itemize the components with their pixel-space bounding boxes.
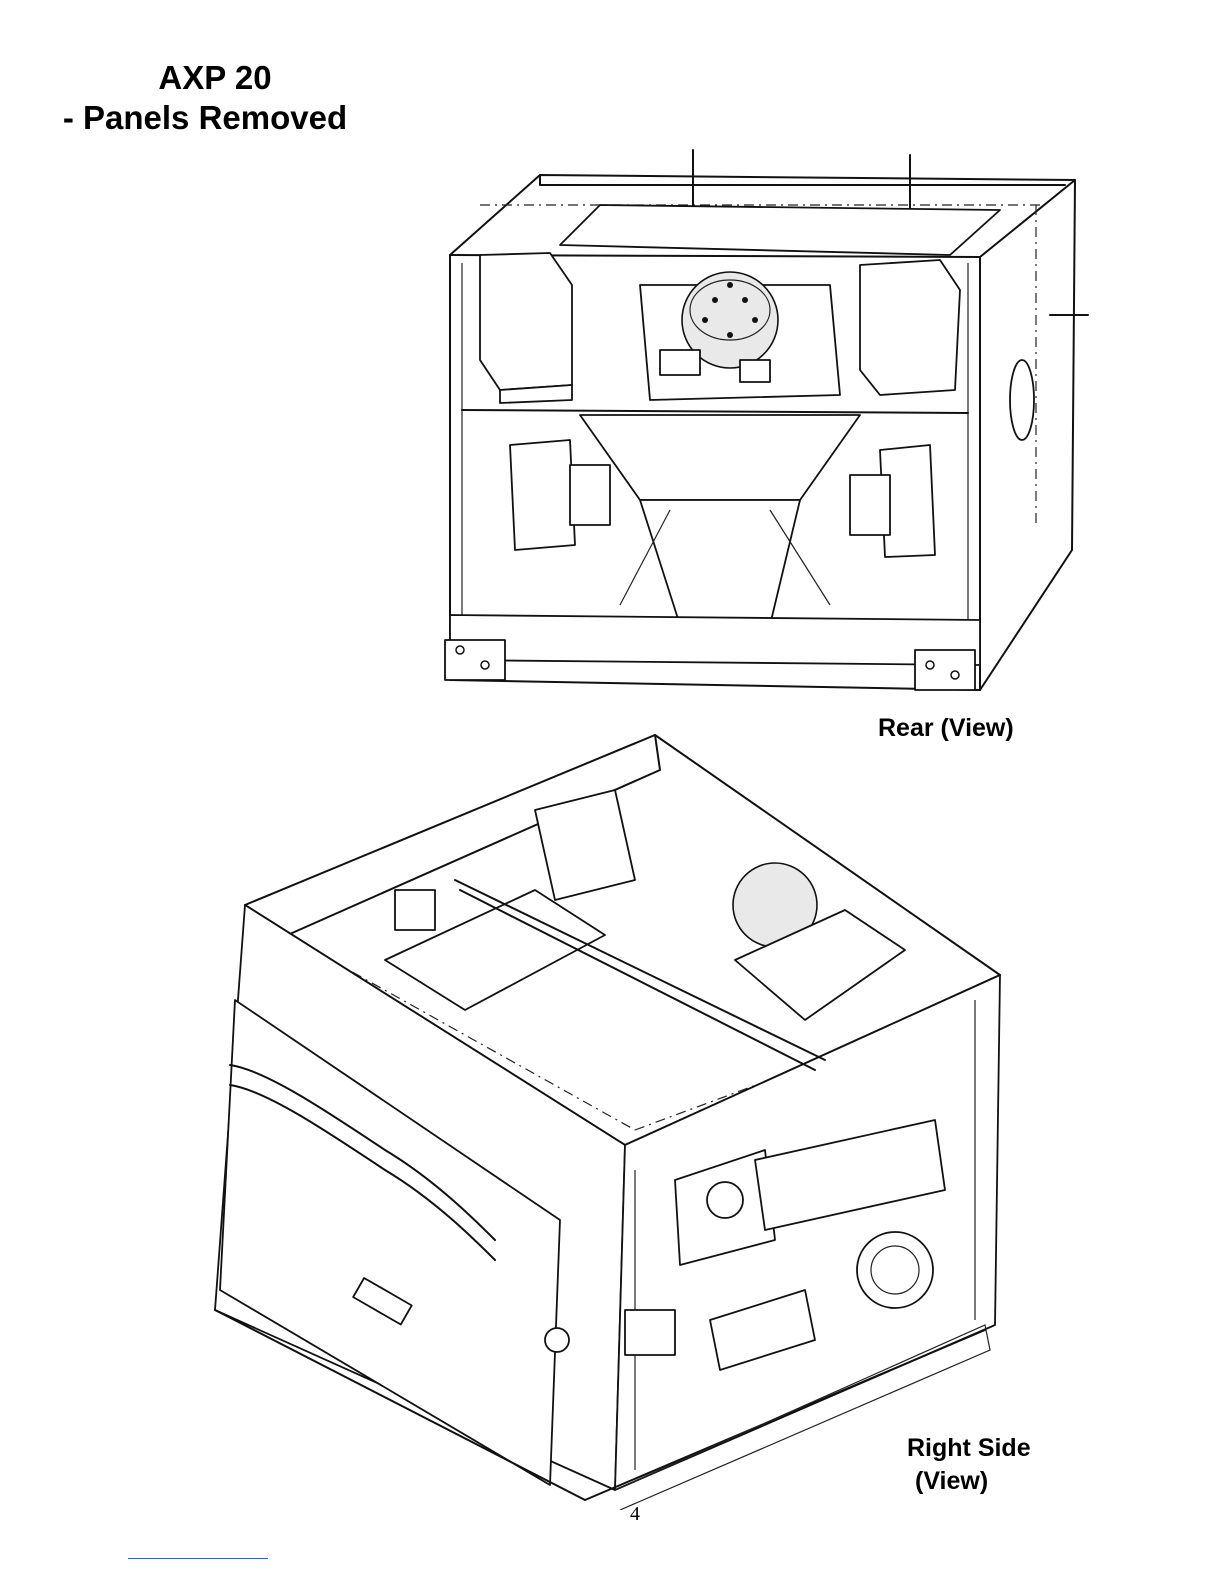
right-side-view-drawing <box>205 730 1005 1510</box>
footer-rule <box>128 1558 268 1559</box>
right-side-caption-line1: Right Side <box>907 1434 1031 1462</box>
right-side-view-caption: Right Side (View) <box>907 1432 1031 1498</box>
title-model: AXP 20 <box>50 58 380 98</box>
page-title: AXP 20 - Panels Removed <box>50 58 380 138</box>
rear-view-drawing <box>440 145 1100 705</box>
page-number: 4 <box>630 1503 640 1526</box>
right-side-caption-line2: (View) <box>915 1465 1031 1498</box>
title-subtitle: - Panels Removed <box>30 98 380 138</box>
